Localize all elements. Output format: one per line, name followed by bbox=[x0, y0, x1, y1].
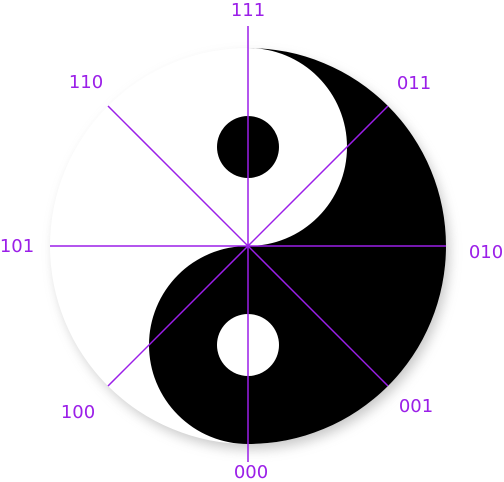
label-bottom-right: 001 bbox=[399, 396, 433, 417]
spokes bbox=[50, 26, 446, 462]
label-bottom-left: 100 bbox=[61, 402, 95, 423]
label-top-left: 110 bbox=[69, 72, 103, 93]
label-left: 101 bbox=[0, 236, 34, 257]
label-top: 111 bbox=[231, 0, 265, 21]
label-top-right: 011 bbox=[397, 73, 431, 94]
label-bottom: 000 bbox=[234, 462, 268, 482]
label-right: 010 bbox=[469, 242, 503, 263]
spoke-diagonal-nw-se bbox=[107, 105, 389, 387]
